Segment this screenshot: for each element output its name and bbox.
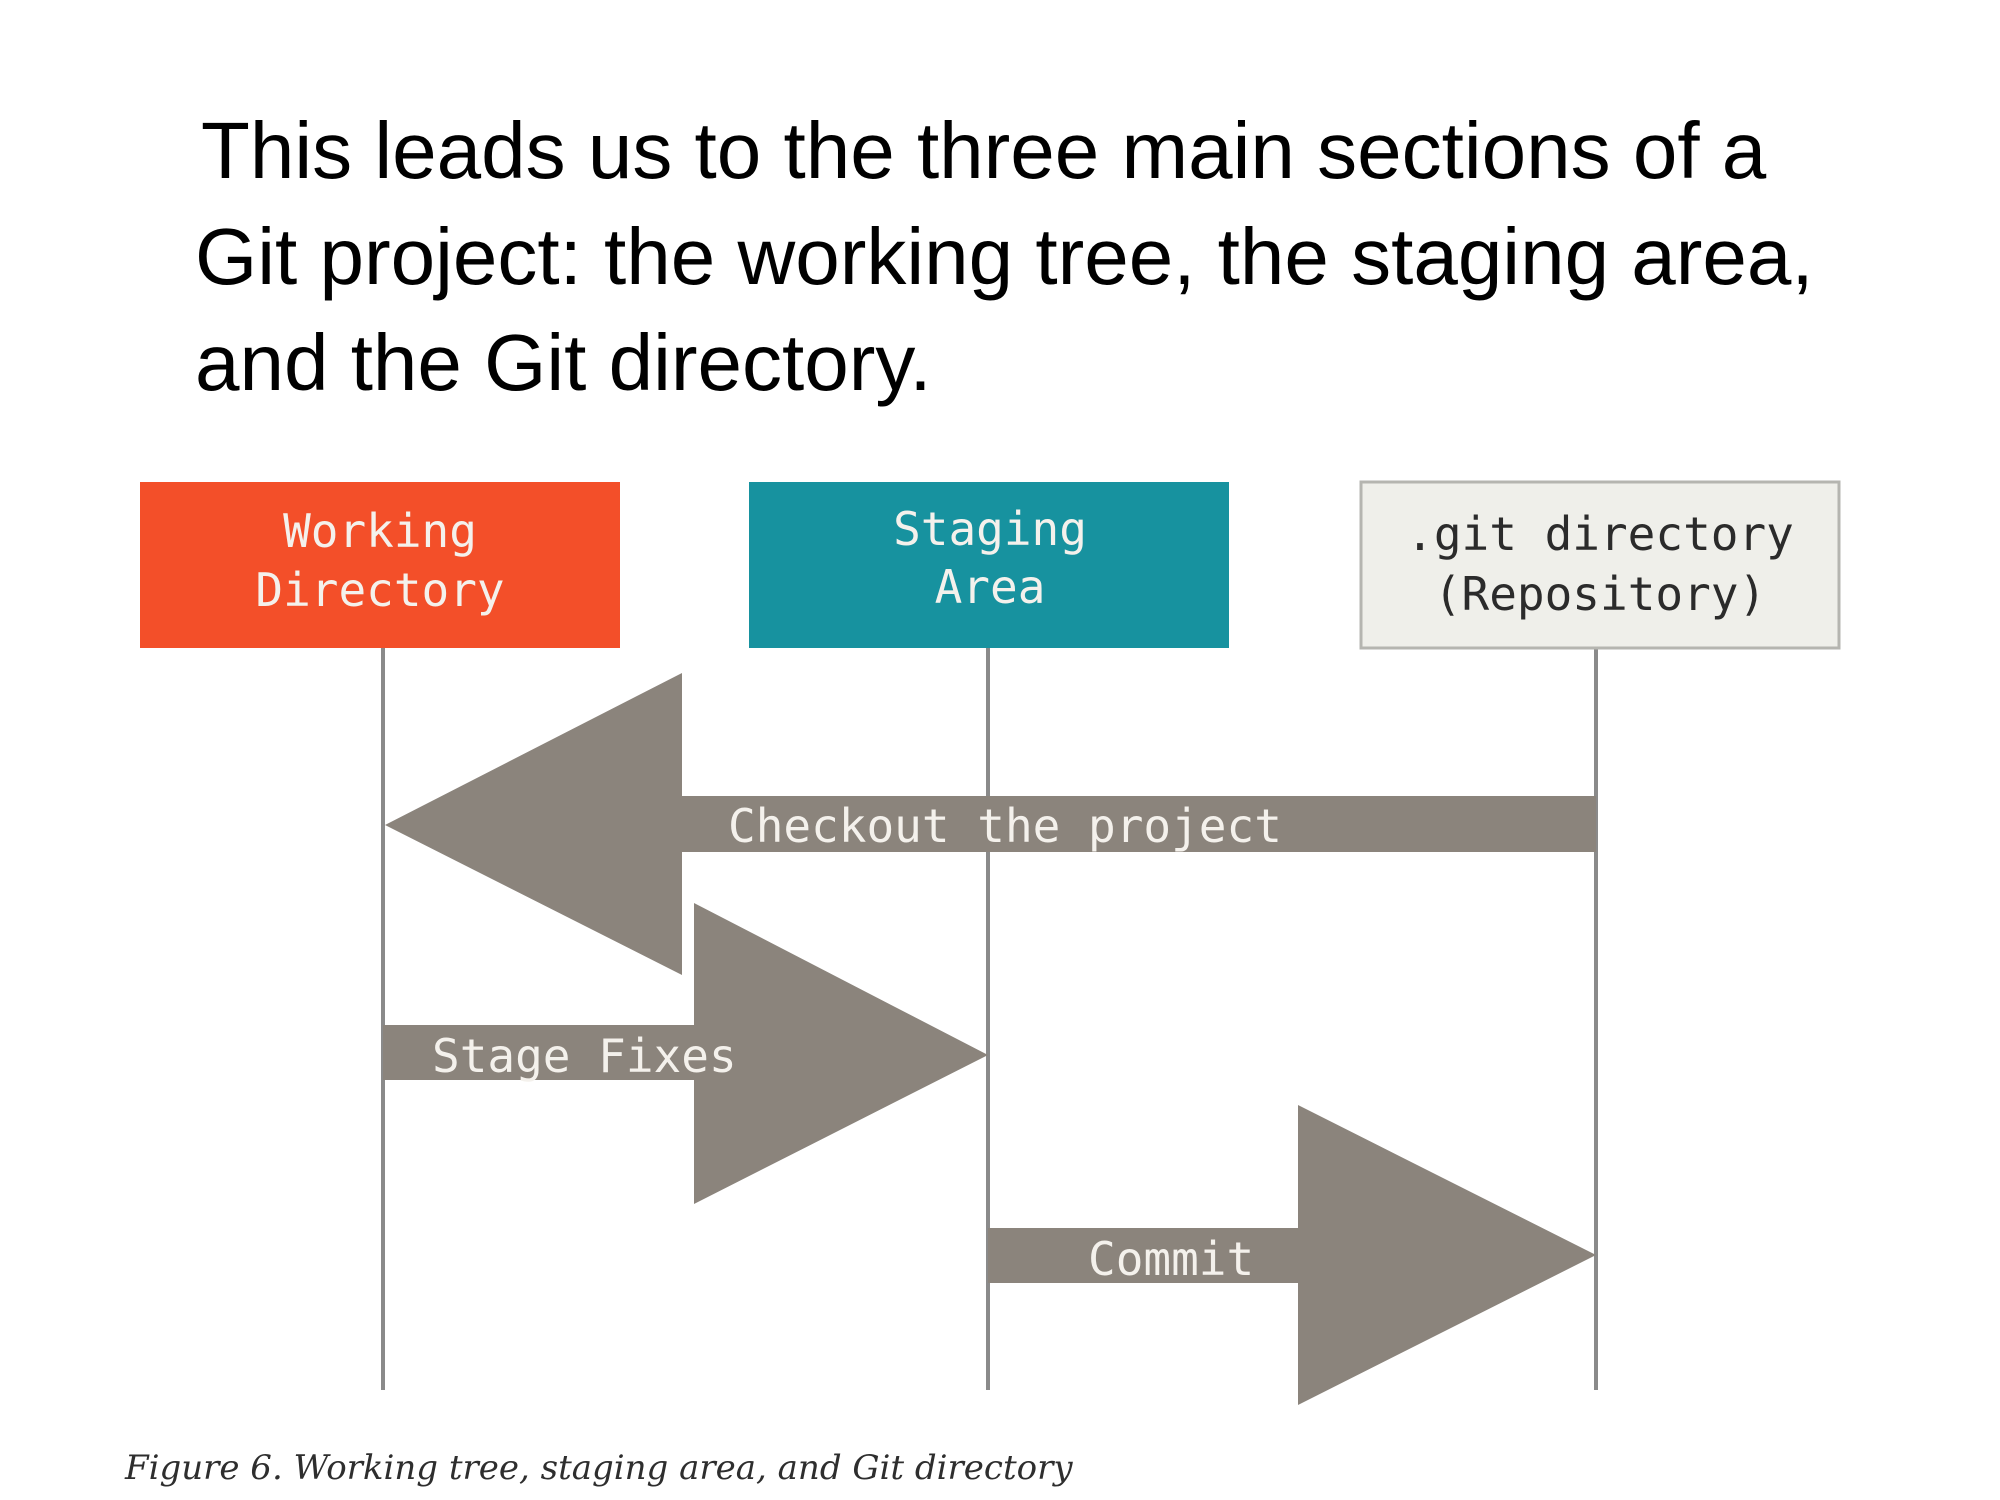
staging-area-label-line-2: Area: [935, 560, 1046, 614]
git-directory-box: .git directory (Repository): [1359, 480, 1841, 650]
working-directory-label-line-2: Directory: [255, 563, 504, 617]
git-directory-label-line-2: (Repository): [1434, 567, 1766, 621]
staging-area-label-line-1: Staging: [893, 502, 1087, 556]
commit-arrow-shape: [988, 1105, 1596, 1405]
commit-arrow-label: Commit: [1088, 1232, 1254, 1286]
staging-area-box-rect: [749, 482, 1229, 648]
git-directory-box-rect: [1359, 480, 1841, 650]
title-line-1: This leads us to the three main sections…: [201, 106, 1767, 195]
checkout-arrow-label: Checkout the project: [728, 799, 1282, 853]
stage-fixes-arrow: Stage Fixes: [383, 903, 988, 1204]
working-directory-box: Working Directory: [140, 482, 620, 648]
commit-arrow: Commit: [988, 1105, 1596, 1405]
checkout-arrow: Checkout the project: [385, 673, 1596, 975]
checkout-arrow-shape: [385, 673, 1596, 975]
working-directory-box-rect: [140, 482, 620, 648]
slide-title: This leads us to the three main sections…: [195, 98, 1935, 416]
stage-fixes-arrow-label: Stage Fixes: [432, 1029, 737, 1083]
staging-area-box: Staging Area: [749, 482, 1229, 648]
title-line-3: and the Git directory.: [195, 318, 932, 407]
git-directory-label-line-1: .git directory: [1406, 507, 1794, 561]
working-directory-label-line-1: Working: [283, 504, 477, 558]
stage-fixes-arrow-shape: [383, 903, 988, 1204]
title-line-2: Git project: the working tree, the stagi…: [195, 212, 1814, 301]
figure-caption: Figure 6. Working tree, staging area, an…: [125, 1448, 1073, 1488]
